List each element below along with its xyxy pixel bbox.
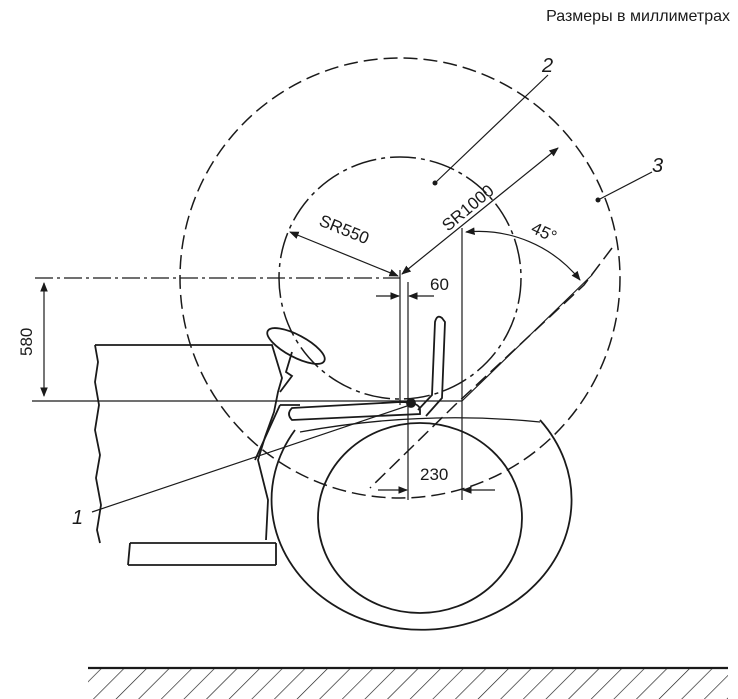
leader-line-1: [91, 404, 411, 513]
dim-sr550: [289, 231, 399, 277]
label-580: 580: [17, 328, 36, 356]
operator-seat: [288, 315, 446, 421]
label-sr1000: SR1000: [438, 181, 497, 235]
ground: [88, 666, 728, 699]
leader-line-2: [434, 74, 549, 184]
seat-back: [417, 315, 446, 417]
dim-sr1000: [401, 147, 559, 275]
leader-line-3: [597, 171, 653, 201]
label-45-degrees: 45°: [528, 218, 559, 246]
rim: [317, 422, 523, 614]
tyre-outline: [270, 419, 573, 631]
rear-wheel: [270, 417, 573, 631]
dimension-arrows: [40, 147, 581, 494]
label-60: 60: [430, 275, 449, 294]
label-230: 230: [420, 465, 448, 484]
tractor-body: [94, 344, 300, 566]
hood-outline: [95, 344, 283, 541]
steering-wheel: [266, 327, 326, 393]
callout-1: 1: [72, 507, 83, 529]
label-sr550: SR550: [317, 211, 372, 248]
bulkhead: [254, 404, 300, 461]
dim-45-arc: [465, 227, 581, 281]
units-note: Размеры в миллиметрах: [546, 8, 730, 25]
callout-2: 2: [541, 55, 553, 77]
zone-lower-boundary: [369, 247, 613, 489]
hood-left-edge: [94, 344, 102, 544]
dimension-lines: [32, 228, 593, 500]
fender: [299, 417, 541, 433]
frame-bottom: [127, 542, 277, 566]
callout-3: 3: [652, 155, 663, 177]
